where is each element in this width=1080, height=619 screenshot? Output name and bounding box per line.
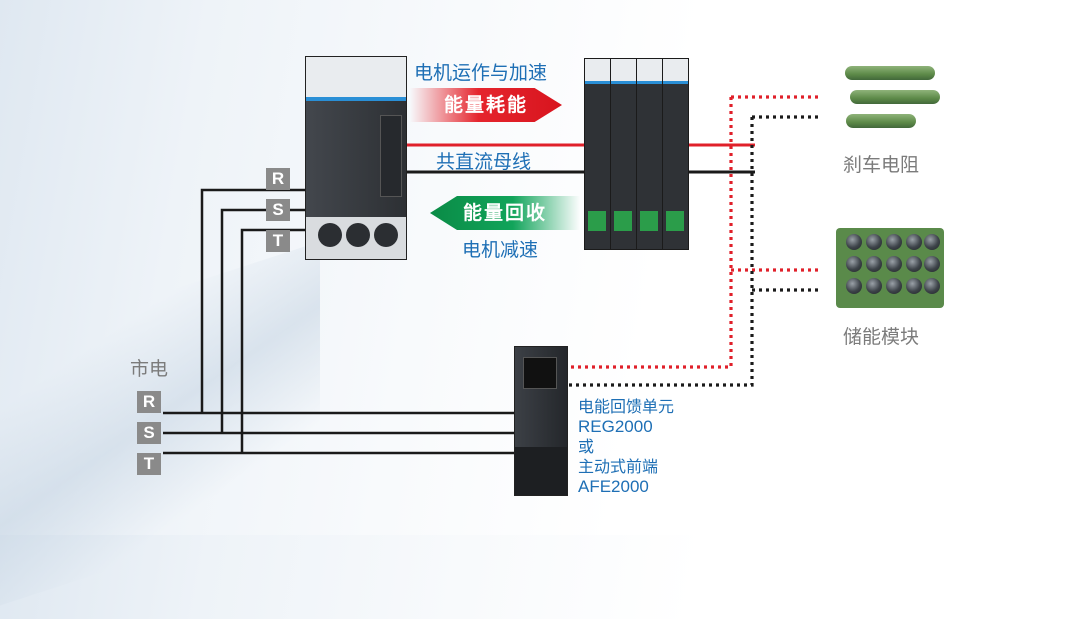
drive-accent-strip bbox=[306, 97, 406, 101]
device-display bbox=[523, 357, 557, 389]
drive-top-panel bbox=[306, 57, 406, 97]
drive-fan-panel bbox=[306, 217, 406, 259]
regen-unit-label-block: 电能回馈单元 REG2000 或 主动式前端 AFE2000 bbox=[578, 397, 674, 497]
regen-unit-label: 电能回馈单元 bbox=[578, 397, 675, 416]
wiring bbox=[163, 95, 820, 455]
servo-module bbox=[610, 58, 637, 250]
diagram-canvas: R S T R S T bbox=[0, 56, 944, 619]
resistor-tube bbox=[845, 66, 935, 80]
dotted-positive bbox=[566, 95, 820, 369]
fan-icon bbox=[318, 223, 342, 247]
fan-icon bbox=[374, 223, 398, 247]
servo-module bbox=[636, 58, 663, 250]
phase-label-s-bottom: S bbox=[137, 422, 161, 444]
dotted-negative bbox=[566, 115, 820, 387]
motor-accel-label: 电机运作与加速 bbox=[414, 62, 548, 84]
brake-resistor-label: 刹车电阻 bbox=[843, 154, 920, 176]
motor-decel-label: 电机减速 bbox=[462, 239, 539, 261]
wire-t bbox=[163, 228, 515, 455]
or-label: 或 bbox=[578, 437, 595, 456]
dc-bus-label: 共直流母线 bbox=[436, 151, 532, 173]
energy-recover-arrow: 能量回收 bbox=[430, 196, 580, 230]
afe-model-label: AFE2000 bbox=[578, 477, 649, 496]
phase-label-r-bottom: R bbox=[137, 391, 161, 413]
energy-consume-arrow: 能量耗能 bbox=[410, 88, 562, 122]
main-drive-unit bbox=[305, 56, 407, 260]
phase-label-t-top: T bbox=[266, 230, 290, 252]
phase-label-t-bottom: T bbox=[137, 453, 161, 475]
resistor-tube bbox=[846, 114, 916, 128]
reg-model-label: REG2000 bbox=[578, 417, 653, 436]
device-base bbox=[515, 447, 567, 495]
phase-label-r-top: R bbox=[266, 168, 290, 190]
drive-side-panel bbox=[380, 115, 402, 197]
servo-module bbox=[662, 58, 689, 250]
mains-label: 市电 bbox=[130, 358, 169, 380]
storage-module-label: 储能模块 bbox=[843, 326, 920, 348]
resistor-tube bbox=[850, 90, 940, 104]
fan-icon bbox=[346, 223, 370, 247]
storage-module-image bbox=[836, 228, 944, 308]
afe-label: 主动式前端 bbox=[578, 457, 659, 476]
phase-label-s-top: S bbox=[266, 199, 290, 221]
servo-module bbox=[584, 58, 611, 250]
regen-unit-device bbox=[514, 346, 568, 496]
